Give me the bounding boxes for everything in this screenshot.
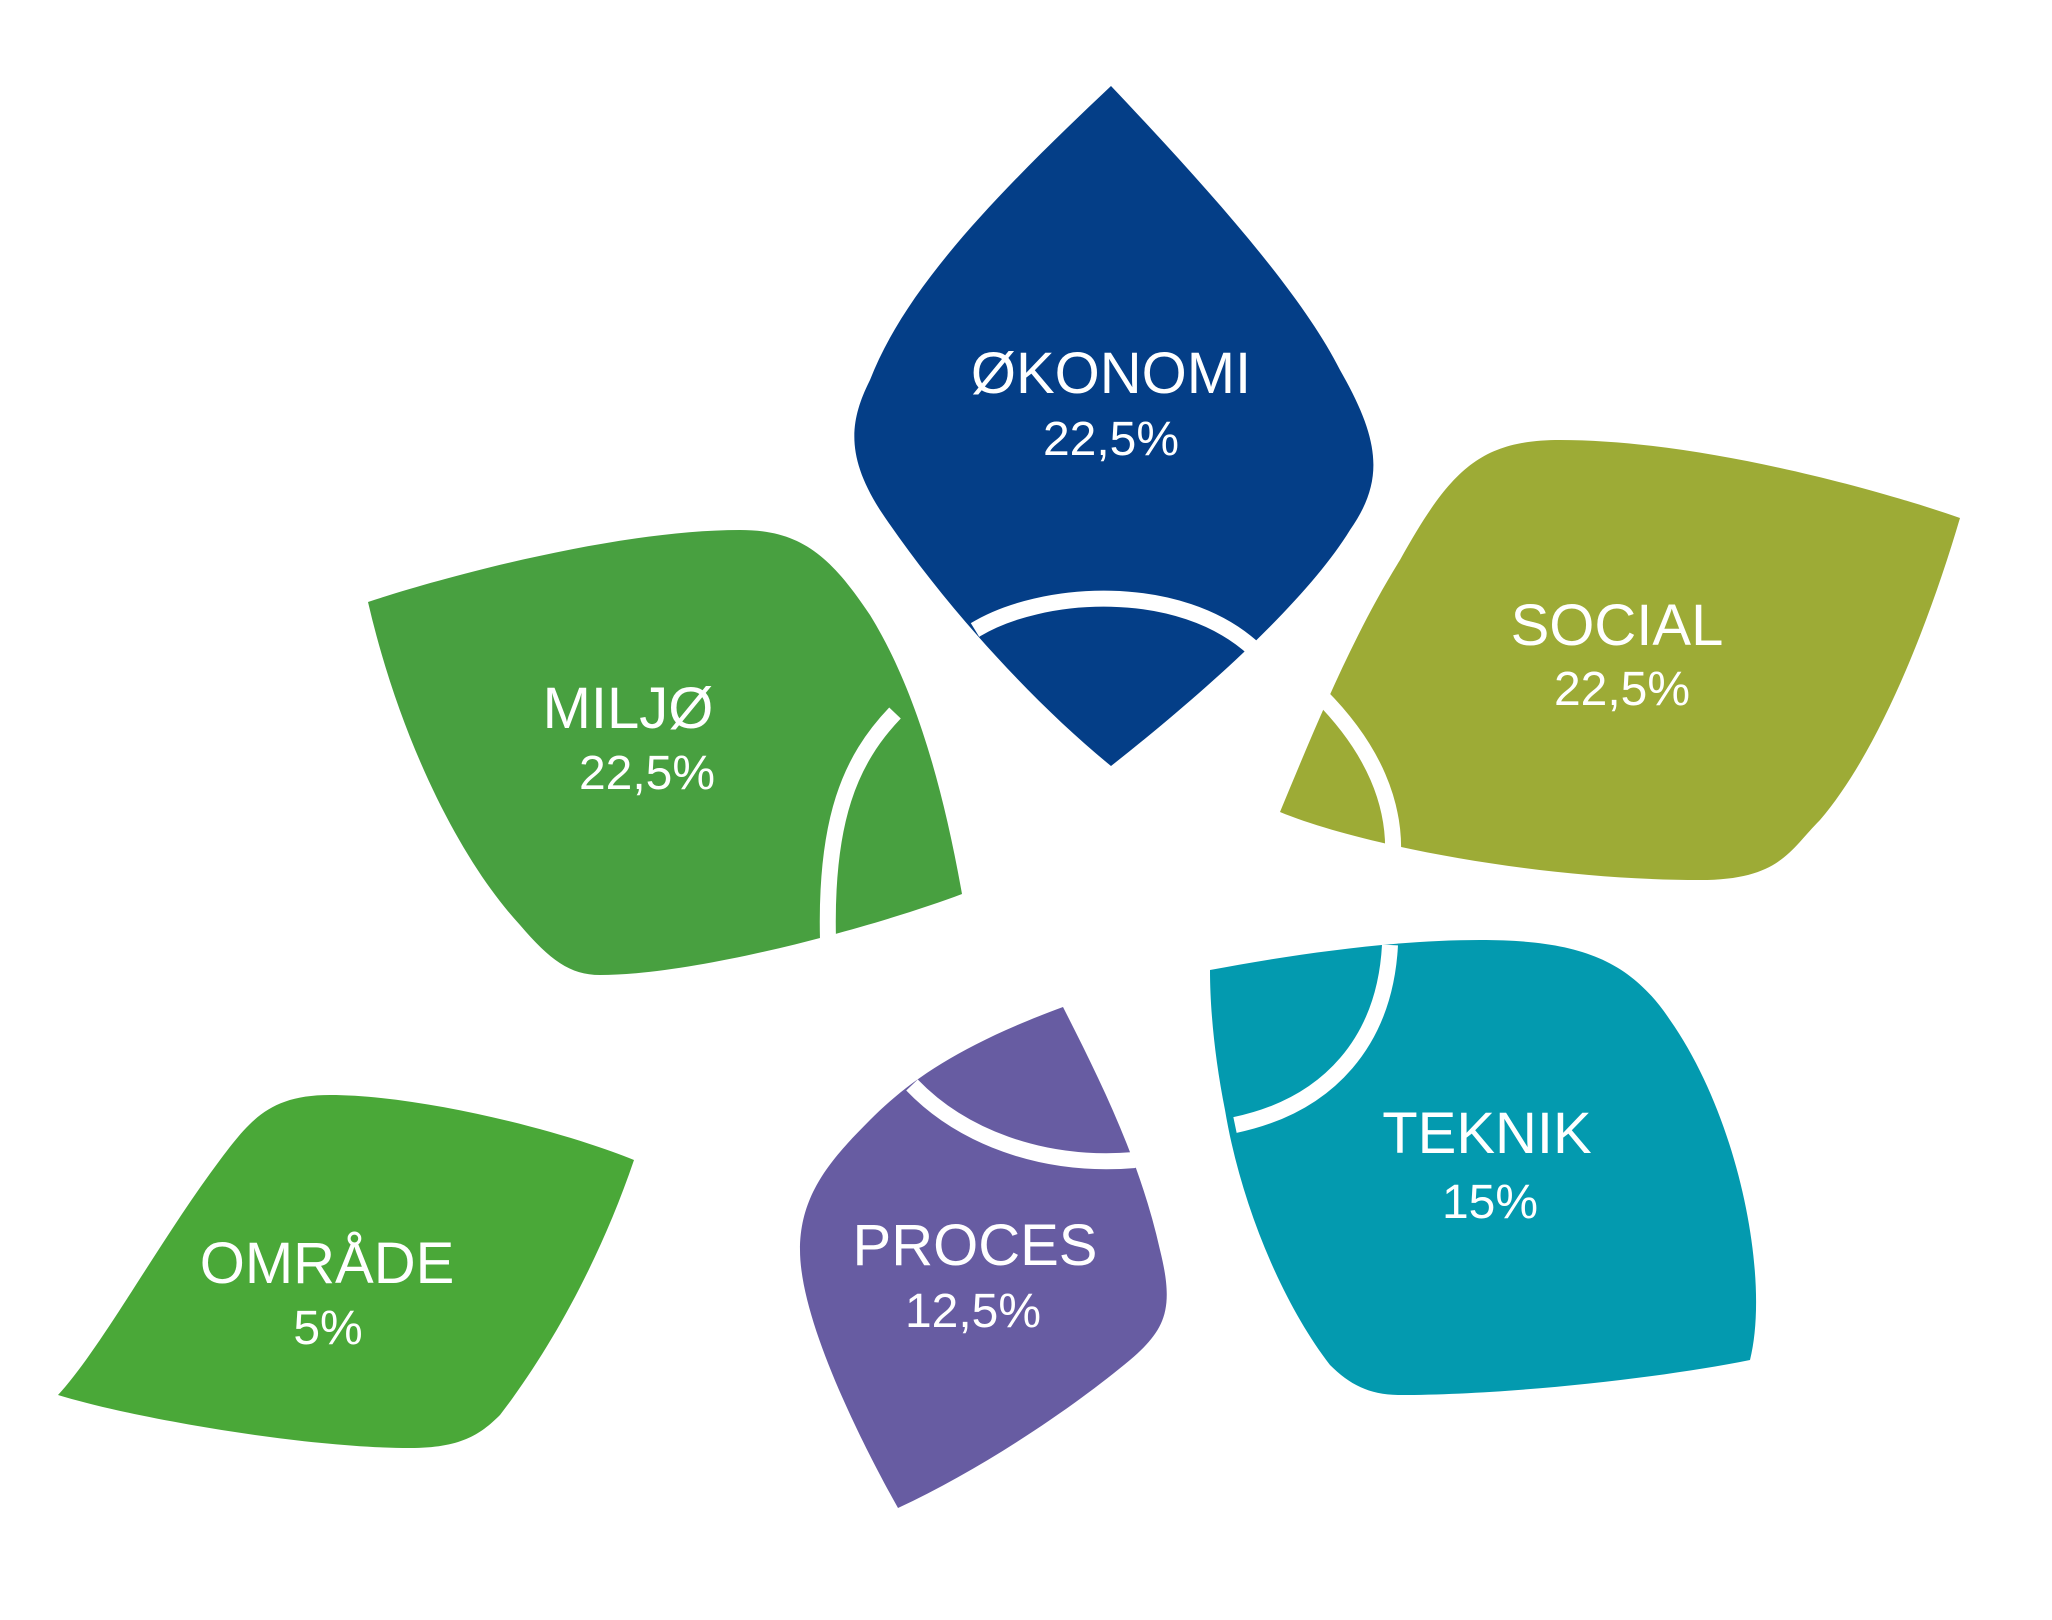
leaf-okonomi-ring: [970, 590, 1261, 656]
leaf-social-shape: [1280, 440, 1960, 880]
leaf-okonomi-value: 22,5%: [1043, 413, 1179, 466]
leaf-miljo-label: MILJØ: [543, 676, 714, 741]
leaf-miljo-shape: [368, 530, 962, 975]
leaf-social-value: 22,5%: [1554, 663, 1690, 716]
leaf-teknik-label: TEKNIK: [1382, 1101, 1592, 1166]
leaf-omrade-shape: [58, 1095, 634, 1448]
leaf-miljo-ring: [819, 707, 901, 941]
leaf-social: SOCIAL 22,5%: [1280, 440, 1960, 880]
leaf-proces-value: 12,5%: [905, 1285, 1041, 1338]
leaf-teknik-shape: [1210, 940, 1757, 1395]
leaf-omrade-value: 5%: [293, 1302, 362, 1355]
leaf-okonomi-label: ØKONOMI: [971, 341, 1251, 406]
leaf-teknik-value: 15%: [1442, 1176, 1538, 1229]
leaf-teknik-ring: [1233, 944, 1398, 1133]
leaf-teknik: TEKNIK 15%: [1210, 940, 1757, 1395]
leaf-omrade-label: OMRÅDE: [200, 1231, 455, 1296]
leaf-proces-ring: [906, 1079, 1136, 1170]
leaf-okonomi-shape: [854, 86, 1374, 766]
leaf-social-ring: [1314, 689, 1402, 856]
leaf-miljo-value: 22,5%: [579, 747, 715, 800]
leaf-proces-shape: [800, 1007, 1167, 1508]
leaf-okonomi: ØKONOMI 22,5%: [854, 86, 1374, 766]
leaf-proces-label: PROCES: [853, 1213, 1098, 1278]
leaf-social-label: SOCIAL: [1511, 593, 1724, 658]
leaf-proces: PROCES 12,5%: [800, 1007, 1167, 1508]
leaf-omrade: OMRÅDE 5%: [58, 1095, 634, 1448]
leaf-miljo: MILJØ 22,5%: [368, 530, 962, 975]
